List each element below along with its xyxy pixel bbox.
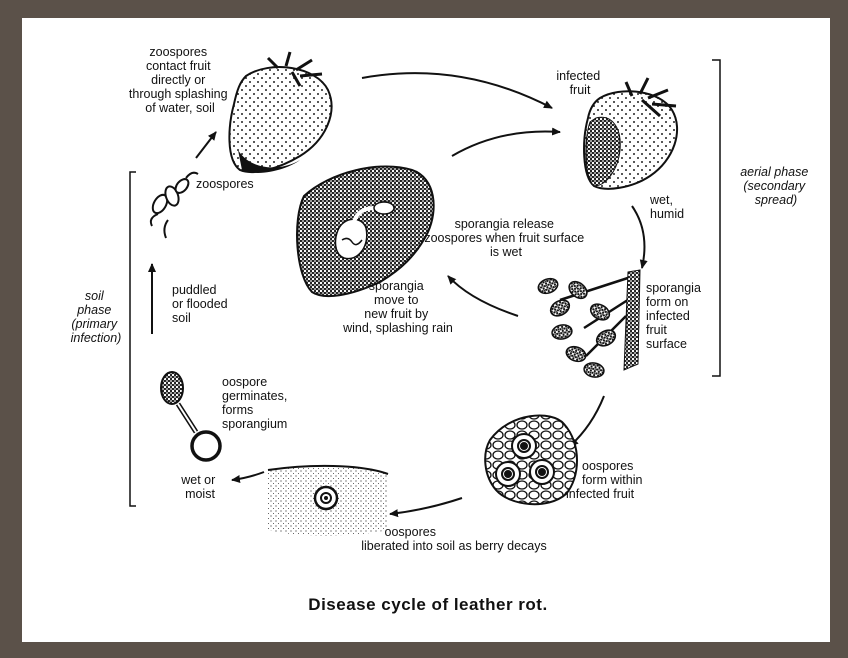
label-line: zoospores: [149, 45, 207, 59]
label-line: (primary: [71, 317, 118, 331]
label-line: form within: [582, 473, 642, 487]
label-line: or flooded: [172, 297, 228, 311]
arrow-to-oospores-within: [570, 396, 604, 446]
label-line: fruit: [646, 323, 667, 337]
oospore-in-soil-illustration: [268, 466, 388, 536]
sporangia-on-fruit-illustration: [536, 270, 640, 379]
label-line: moist: [185, 487, 215, 501]
zoospores-illustration: [150, 173, 198, 238]
label-oospores-liberated: oospores liberated into soil as berry de…: [361, 525, 547, 553]
arrow-wet-moist: [232, 472, 264, 480]
label-aerial-phase: aerial phase (secondary spread): [740, 165, 812, 207]
label-line: soil: [172, 311, 191, 325]
soil-phase-bracket: [130, 172, 136, 506]
label-line: sporangia: [646, 281, 701, 295]
label-line: surface: [646, 337, 687, 351]
label-line: germinates,: [222, 389, 287, 403]
arrow-to-soil: [390, 498, 462, 514]
label-line: sporangium: [222, 417, 287, 431]
label-line: wet or: [180, 473, 215, 487]
label-wet-moist: wet or moist: [180, 473, 219, 501]
label-sporangia-release: sporangia release zoospores when fruit s…: [424, 217, 587, 259]
label-line: humid: [650, 207, 684, 221]
label-sporangia-form: sporangia form on infected fruit surface: [646, 281, 704, 351]
label-line: through splashing: [129, 87, 228, 101]
label-line: move to: [374, 293, 419, 307]
label-oospore-germinates: oospore germinates, forms sporangium: [222, 375, 291, 431]
label-line: puddled: [172, 283, 217, 297]
arrow-sporangia-move: [448, 276, 518, 316]
label-line: liberated into soil as berry decays: [361, 539, 547, 553]
germinating-oospore-illustration: [161, 372, 220, 460]
label-line: infected: [646, 309, 690, 323]
label-wet-humid: wet, humid: [649, 193, 684, 221]
label-line: is wet: [490, 245, 522, 259]
label-line: soil: [85, 289, 105, 303]
label-line: oospores: [582, 459, 633, 473]
oospores-within-illustration: [485, 416, 577, 505]
label-line: directly or: [151, 73, 205, 87]
label-line: form on: [646, 295, 688, 309]
arrow-to-strawberry: [196, 132, 216, 158]
label-line: infected: [556, 69, 600, 83]
label-line: sporangia: [369, 279, 424, 293]
label-line: zoospores when fruit surface: [424, 231, 584, 245]
label-soil-phase: soil phase (primary infection): [71, 289, 122, 345]
label-infected-fruit: infected fruit: [556, 69, 603, 97]
label-line: aerial phase: [740, 165, 808, 179]
strawberry-illustration: [229, 52, 331, 173]
label-line: phase: [76, 303, 111, 317]
label-line: sporangia release: [455, 217, 554, 231]
infected-fruit-illustration: [584, 78, 677, 189]
label-line: wet,: [649, 193, 673, 207]
arrow-wet-humid: [632, 206, 644, 268]
labels: zoospores contact fruit directly or thro…: [71, 45, 812, 614]
label-line: oospores: [385, 525, 436, 539]
label-line: infection): [71, 331, 122, 345]
label-line: wind, splashing rain: [342, 321, 453, 335]
label-line: infected fruit: [566, 487, 635, 501]
label-line: (secondary: [743, 179, 806, 193]
diagram-title: Disease cycle of leather rot.: [308, 595, 547, 614]
label-zoospores-contact: zoospores contact fruit directly or thro…: [129, 45, 231, 115]
label-zoospores: zoospores: [196, 177, 254, 191]
label-line: oospore: [222, 375, 267, 389]
sporangia-release-illustration: [297, 166, 434, 296]
aerial-phase-bracket: [712, 60, 720, 376]
label-line: new fruit by: [364, 307, 429, 321]
label-line: contact fruit: [146, 59, 211, 73]
label-line: spread): [755, 193, 797, 207]
label-oospores-within: oospores form within infected fruit: [566, 459, 646, 501]
label-line: fruit: [570, 83, 591, 97]
arrow-zoospores-to-infected-fruit: [452, 132, 560, 157]
label-line: of water, soil: [145, 101, 214, 115]
label-puddled: puddled or flooded soil: [172, 283, 231, 325]
label-line: forms: [222, 403, 253, 417]
arrow-to-infected-fruit: [362, 73, 552, 108]
